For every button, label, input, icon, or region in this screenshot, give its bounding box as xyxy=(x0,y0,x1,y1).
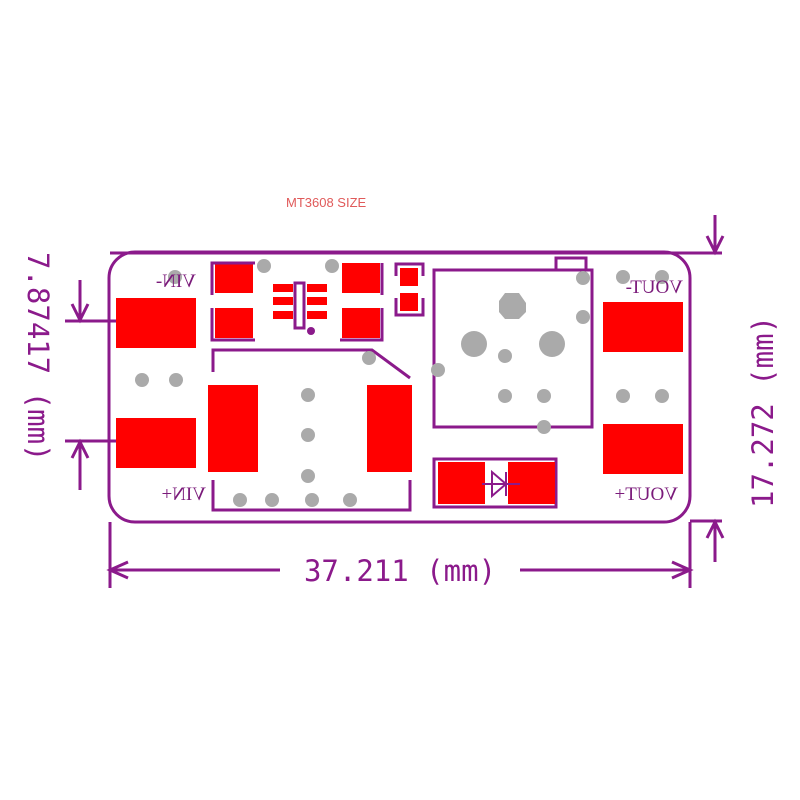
vout-minus-label: VOUT- xyxy=(626,277,683,298)
via xyxy=(616,389,630,403)
diode-footprint xyxy=(432,457,558,509)
mt3608-ic-footprint xyxy=(273,281,327,335)
via xyxy=(257,259,271,273)
spacing-dimension-text: 7.87417 (mm) xyxy=(21,252,55,462)
input-capacitors xyxy=(210,261,384,342)
vin-plus-pad xyxy=(116,418,196,468)
height-dimension-text: 17.272 (mm) xyxy=(746,316,780,508)
vout-plus-pad xyxy=(603,424,683,474)
vout-minus-pad xyxy=(603,302,683,352)
small-capacitor xyxy=(394,262,425,317)
via xyxy=(325,259,339,273)
vin-minus-pad xyxy=(116,298,196,348)
via xyxy=(655,389,669,403)
inductor-footprint xyxy=(208,348,412,512)
via xyxy=(616,270,630,284)
width-dimension-lines xyxy=(106,522,694,588)
via xyxy=(168,270,182,284)
drawing-title: MT3608 SIZE xyxy=(286,195,367,210)
vin-minus-label: VIN- xyxy=(156,271,196,292)
vout-plus-label: VOUT+ xyxy=(615,484,679,505)
height-dimension-lines xyxy=(110,215,725,562)
via xyxy=(655,270,669,284)
width-dimension-text: 37.211 (mm) xyxy=(304,554,496,588)
via xyxy=(135,373,149,387)
via xyxy=(169,373,183,387)
vias xyxy=(233,351,376,507)
vin-plus-label: VIN+ xyxy=(162,484,207,505)
potentiometer-footprint xyxy=(431,256,594,434)
